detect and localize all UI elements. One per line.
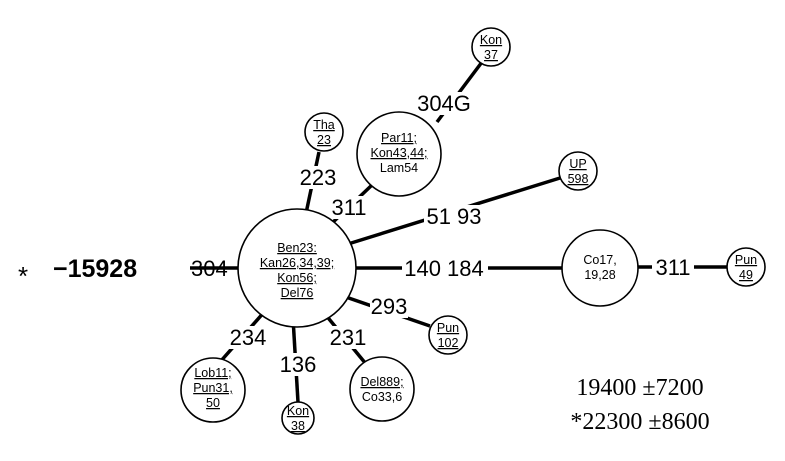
node-del-label-1: Del889; [360, 375, 403, 389]
node-center-label-2: Kan26,34,39; [260, 256, 334, 270]
edge-label-center-del: 231 [330, 325, 367, 350]
node-co: Co17, 19,28 [561, 229, 639, 307]
node-kon37: Kon 37 [471, 27, 511, 67]
node-pun49: Pun 49 [726, 247, 766, 287]
node-kon37-label-2: 37 [484, 48, 498, 62]
node-co-label-2: 19,28 [584, 268, 615, 282]
root-label: −15928 [53, 255, 137, 283]
node-del: Del889; Co33,6 [349, 356, 415, 422]
node-lob-label-3: 50 [206, 396, 220, 410]
node-pun102: Pun 102 [428, 315, 468, 355]
node-center-label-4: Del76 [281, 286, 314, 300]
edge-label-center-co: 140 184 [404, 256, 484, 281]
root-star: * [18, 261, 28, 291]
node-up-label-1: UP [569, 157, 586, 171]
edge-label-center-pun102: 293 [371, 294, 408, 319]
node-up: UP 598 [558, 151, 598, 191]
node-par-label-1: Par11; [381, 131, 417, 145]
node-up-label-2: 598 [568, 172, 589, 186]
node-kon38-label-1: Kon [287, 404, 309, 418]
node-par: Par11; Kon43,44; Lam54 [356, 111, 442, 197]
edge-label-co-pun49: 311 [655, 255, 690, 280]
node-pun102-label-2: 102 [438, 336, 459, 350]
node-center-label-3: Kon56; [277, 271, 317, 285]
edge-label-center-lob: 234 [230, 325, 267, 350]
node-co-label-1: Co17, [583, 253, 616, 267]
age-estimate-1: 19400 ±7200 [576, 375, 704, 401]
node-kon38-label-2: 38 [291, 419, 305, 433]
node-center-label-1: Ben23: [277, 241, 317, 255]
edge-label-center-up: 51 93 [426, 204, 481, 229]
edge-label-center-kon38: 136 [280, 352, 317, 377]
node-tha-label-1: Tha [313, 118, 335, 132]
age-estimate-2: *22300 ±8600 [570, 409, 710, 435]
node-center: Ben23: Kan26,34,39; Kon56; Del76 [237, 208, 357, 328]
node-lob-label-2: Pun31, [193, 381, 233, 395]
edge-label-par-kon37: 304G [417, 91, 471, 116]
node-pun102-label-1: Pun [437, 321, 459, 335]
node-kon38: Kon 38 [281, 401, 315, 435]
edge-label-root-center: 304 [191, 256, 228, 281]
edge-label-center-tha: 223 [300, 165, 337, 190]
node-tha-label-2: 23 [317, 133, 331, 147]
node-lob-label-1: Lob11; [194, 366, 231, 380]
node-tha: Tha 23 [304, 112, 344, 152]
node-del-label-2: Co33,6 [362, 390, 402, 404]
node-par-label-2: Kon43,44; [371, 146, 428, 160]
node-par-label-3: Lam54 [380, 161, 418, 175]
edge-label-center-par: 311 [331, 195, 366, 220]
node-kon37-label-1: Kon [480, 33, 502, 47]
node-pun49-label-1: Pun [735, 253, 757, 267]
node-pun49-label-2: 49 [739, 268, 753, 282]
node-lob: Lob11; Pun31, 50 [180, 357, 246, 423]
